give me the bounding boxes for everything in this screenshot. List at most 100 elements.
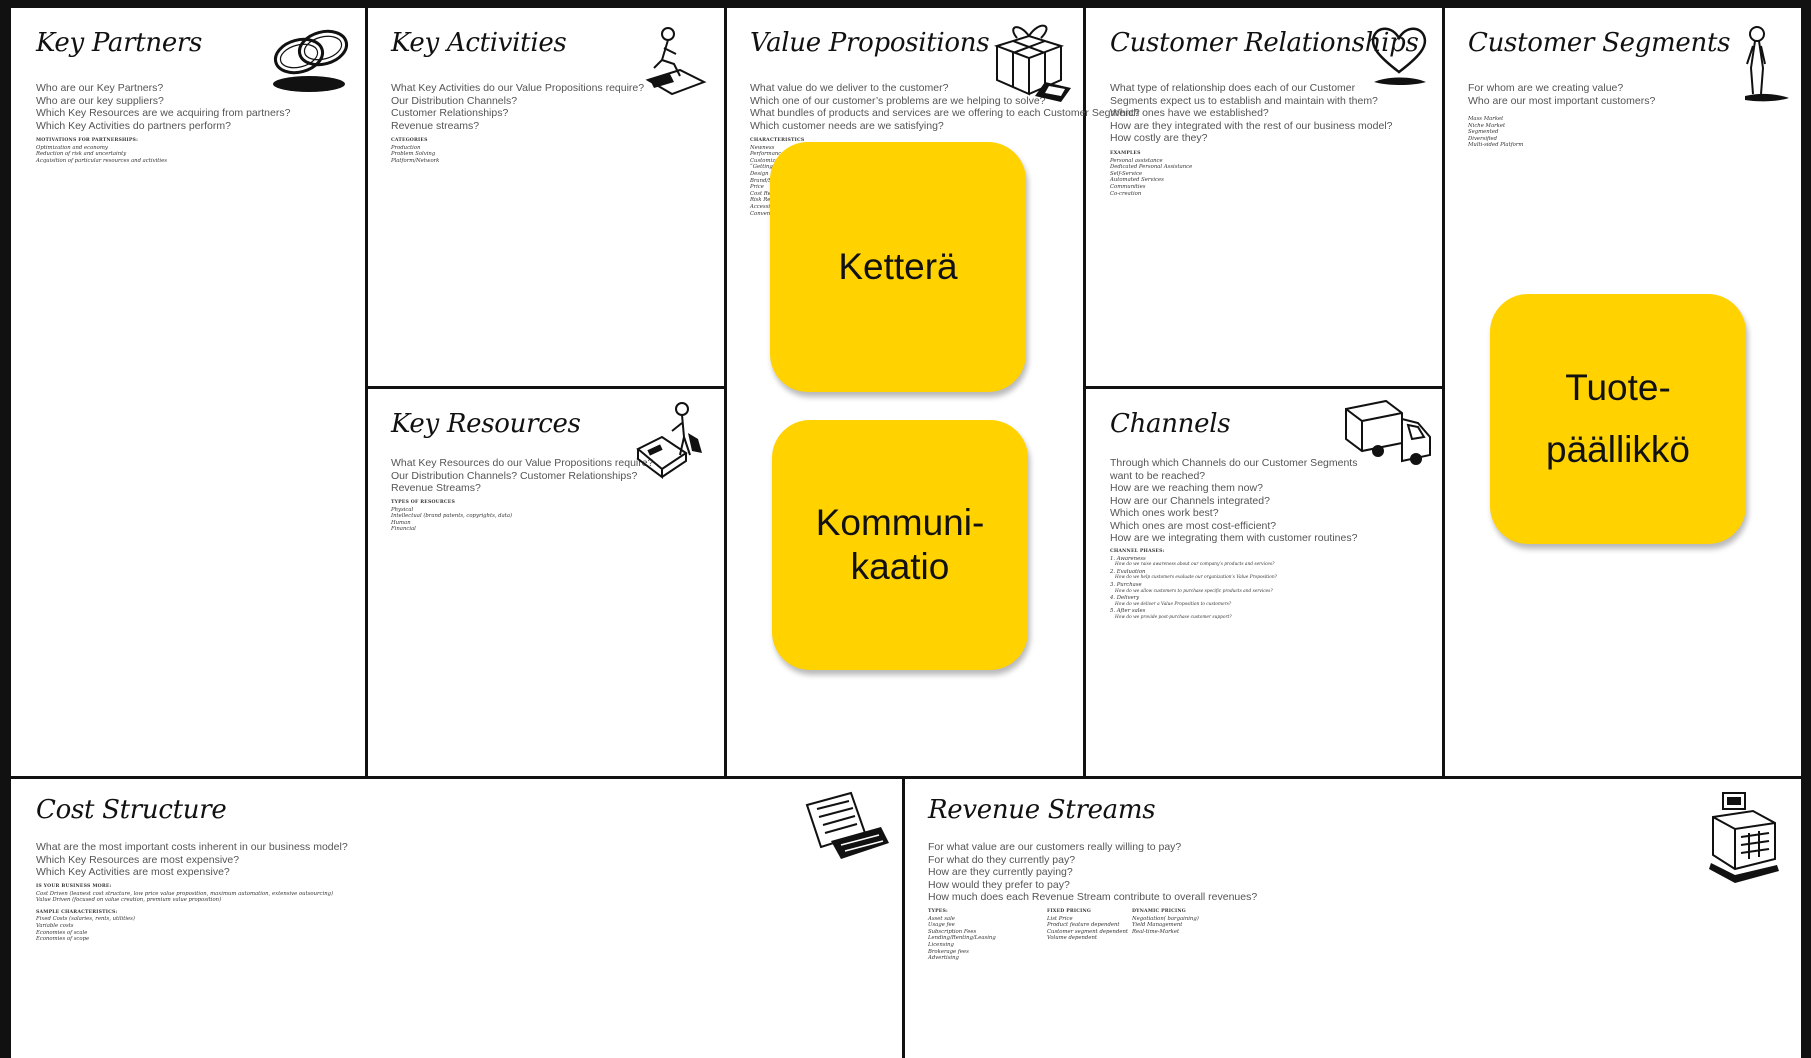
frame-left bbox=[0, 0, 11, 1058]
detail-item: Acquisition of particular resources and … bbox=[36, 157, 167, 164]
question: Through which Channels do our Customer S… bbox=[1110, 457, 1358, 469]
detail-item: Real-time-Market bbox=[1132, 928, 1180, 935]
detail-item: Advertising bbox=[928, 955, 959, 962]
question: Our Distribution Channels? bbox=[391, 94, 518, 107]
detail-item: Newness bbox=[750, 144, 775, 151]
question: What Key Resources do our Value Proposit… bbox=[391, 457, 654, 469]
detail-item: Dedicated Personal Assistance bbox=[1110, 164, 1193, 171]
cost-structure-questions: What are the most important costs inhere… bbox=[36, 841, 348, 879]
detail-item: Platform/Network bbox=[391, 157, 440, 164]
question: want to be reached? bbox=[1110, 469, 1206, 482]
value-propositions-title: Value Propositions bbox=[750, 28, 990, 58]
detail-item: Design bbox=[750, 170, 769, 177]
key-partners-title: Key Partners bbox=[36, 28, 203, 58]
phase-desc: How do we allow customers to purchase sp… bbox=[1115, 588, 1273, 594]
detail-item: Accessibility bbox=[750, 203, 784, 210]
question: Which ones work best? bbox=[1110, 507, 1219, 519]
revenue-streams-title: Revenue Streams bbox=[928, 795, 1156, 825]
chain-link-icon bbox=[273, 29, 349, 92]
details-heading: TYPES: bbox=[928, 909, 948, 914]
question: Revenue Streams? bbox=[391, 482, 481, 494]
detail-item: Reduction of risk and uncertainty bbox=[36, 151, 127, 158]
customer-segments-title: Customer Segments bbox=[1468, 28, 1731, 58]
detail-item: Self-Service bbox=[1110, 170, 1143, 177]
phase-desc: How do we raise awareness about our comp… bbox=[1115, 562, 1275, 568]
detail-item: Brand/Status bbox=[750, 177, 786, 184]
person-working-icon bbox=[645, 27, 707, 96]
key-resources-details: TYPES OF RESOURCES Physical Intellectual… bbox=[391, 500, 512, 533]
key-activities-title: Key Activities bbox=[391, 28, 567, 58]
detail-item: Variable costs bbox=[36, 922, 74, 929]
customer-relationships-title: Customer Relationships bbox=[1110, 28, 1419, 58]
detail-item: Asset sale bbox=[928, 915, 955, 922]
question: How are they currently paying? bbox=[928, 866, 1073, 878]
revenue-dynamic-pricing: DYNAMIC PRICING Negotiation( bargaining)… bbox=[1132, 909, 1199, 935]
detail-item: Niche Market bbox=[1468, 122, 1506, 129]
detail-item: Subscription Fees bbox=[928, 928, 977, 935]
detail-item: Negotiation( bargaining) bbox=[1132, 915, 1199, 922]
details-heading: FIXED PRICING bbox=[1047, 909, 1092, 914]
divider bbox=[365, 386, 727, 389]
detail-item: Diversified bbox=[1468, 135, 1498, 142]
channels-details: CHANNEL PHASES: 1. Awareness How do we r… bbox=[1110, 549, 1277, 622]
detail-item: Personal assistance bbox=[1110, 157, 1163, 164]
channels-title: Channels bbox=[1110, 409, 1231, 439]
detail-item: Financial bbox=[391, 526, 416, 533]
detail-item: Mass Market bbox=[1468, 116, 1504, 122]
sticky-note-kommunikaatio[interactable]: Kommuni- kaatio bbox=[772, 420, 1028, 670]
detail-item: Segmented bbox=[1468, 129, 1499, 136]
key-activities-details: CATEGORIES Production Problem Solving Pl… bbox=[391, 138, 439, 164]
question: How are we reaching them now? bbox=[1110, 482, 1263, 494]
revenue-fixed-pricing: FIXED PRICING List Price Product feature… bbox=[1047, 909, 1128, 942]
detail-item: Communities bbox=[1110, 183, 1146, 190]
question: Which Key Resources are most expensive? bbox=[36, 853, 240, 866]
details-heading: DYNAMIC PRICING bbox=[1132, 909, 1186, 914]
detail-item: Intellectual (brand patents, copyrights,… bbox=[391, 513, 513, 520]
details-heading: CHARACTERISTICS bbox=[750, 138, 805, 143]
detail-item: Volume dependent bbox=[1047, 935, 1098, 942]
value-propositions-questions: What value do we deliver to the customer… bbox=[750, 82, 1140, 132]
detail-item: Problem Solving bbox=[391, 151, 436, 158]
revenue-streams-block: Revenue Streams For what value are our c… bbox=[905, 779, 1801, 1058]
detail-item: Lending/Renting/Leasing bbox=[928, 935, 996, 942]
phase-name: 3. Purchase bbox=[1110, 581, 1142, 588]
detail-item: Cost Driven (leanest cost structure, low… bbox=[36, 890, 334, 897]
cash-register-icon bbox=[1709, 792, 1779, 883]
sticky-note-text: päällikkö bbox=[1546, 429, 1690, 470]
key-partners-questions: Who are our Key Partners? Who are our ke… bbox=[36, 82, 290, 132]
question: How much does each Revenue Stream contri… bbox=[928, 891, 1258, 903]
question: Customer Relationships? bbox=[391, 107, 509, 119]
sticky-note-ketteraa[interactable]: Ketterä bbox=[770, 142, 1026, 392]
frame-top bbox=[0, 0, 1811, 8]
question: Revenue streams? bbox=[391, 119, 480, 132]
detail-item: List Price bbox=[1047, 915, 1073, 922]
question: For what value are our customers really … bbox=[928, 841, 1182, 853]
question: How are we integrating them with custome… bbox=[1110, 532, 1358, 544]
question: What bundles of products and services ar… bbox=[750, 107, 1140, 119]
question: Which Key Resources are we acquiring fro… bbox=[36, 107, 291, 119]
sticky-note-text: Tuote- bbox=[1565, 367, 1671, 408]
customer-segments-block: Customer Segments For whom are we creati… bbox=[1445, 8, 1801, 776]
question: Who are our key suppliers? bbox=[36, 94, 164, 107]
detail-item: Customization bbox=[750, 157, 789, 164]
sticky-note-text: Kommuni- bbox=[815, 502, 985, 543]
detail-item: Economies of scope bbox=[36, 936, 90, 943]
question: How costly are they? bbox=[1110, 132, 1208, 144]
detail-item: Customer segment dependent bbox=[1047, 928, 1129, 935]
question: Which one of our customer’s problems are… bbox=[750, 94, 1046, 107]
details-heading: IS YOUR BUSINESS MORE: bbox=[36, 884, 112, 889]
question: Which Key Activities are most expensive? bbox=[36, 866, 230, 878]
gift-box-icon bbox=[993, 24, 1071, 102]
revenue-streams-questions: For what value are our customers really … bbox=[928, 841, 1257, 904]
detail-item: Production bbox=[391, 144, 421, 151]
key-resources-questions: What Key Resources do our Value Proposit… bbox=[391, 457, 653, 495]
sticky-note-tuotepaallikko[interactable]: Tuote- päällikkö bbox=[1490, 294, 1746, 544]
detail-item: Automated Services bbox=[1110, 177, 1164, 184]
question: Segments expect us to establish and main… bbox=[1110, 94, 1378, 107]
detail-item: Product feature dependent bbox=[1047, 922, 1120, 929]
detail-item: Multi-sided Platform bbox=[1468, 142, 1524, 149]
details-heading: TYPES OF RESOURCES bbox=[391, 500, 455, 505]
customer-relationships-details: EXAMPLES Personal assistance Dedicated P… bbox=[1110, 151, 1192, 197]
question: How are our Channels integrated? bbox=[1110, 494, 1270, 507]
revenue-types: TYPES: Asset sale Usage fee Subscription… bbox=[928, 909, 996, 962]
